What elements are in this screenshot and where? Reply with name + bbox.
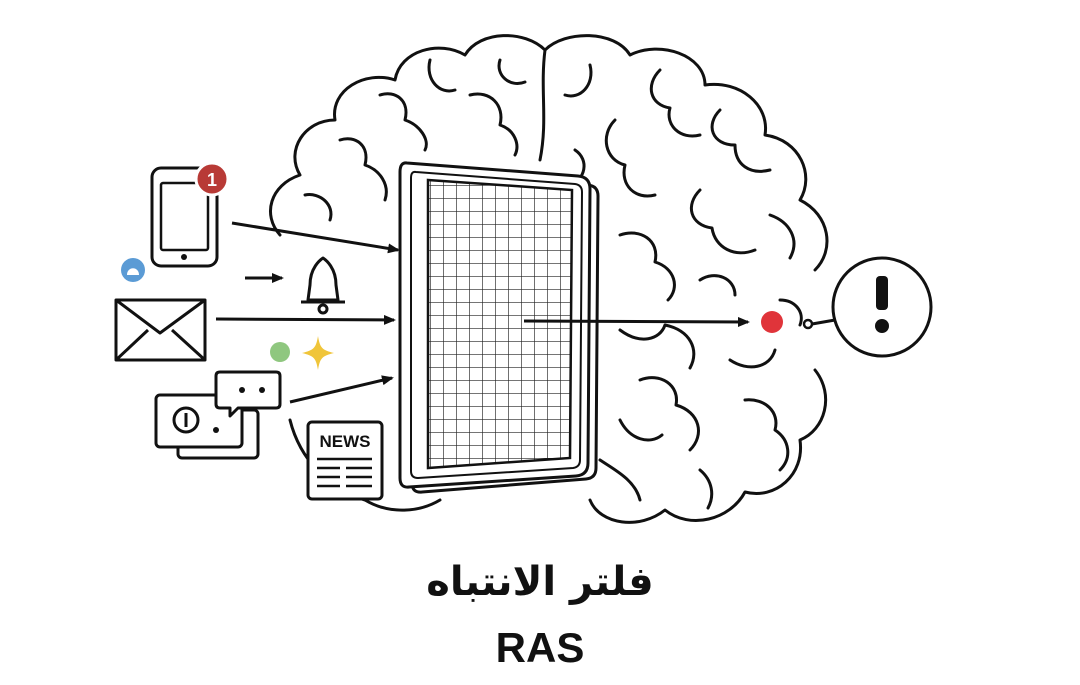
sparkle-icon [302,336,334,370]
chat-input-arrow [290,378,392,402]
diagram-title-arabic: فلتر الانتباه [0,552,1080,612]
alert-speech-bubble-icon [804,258,931,356]
notification-badge-count: 1 [207,170,217,190]
signal-dot [761,311,783,333]
news-label: NEWS [320,432,371,451]
envelope-icon [116,300,205,360]
green-dot-icon [270,342,290,362]
bell-icon [301,258,345,313]
notification-badge: 1 [196,163,228,195]
phone-input-arrow [232,223,398,250]
filter-grid-icon [400,163,598,492]
blue-location-icon [121,258,145,282]
filtered-output-arrow [524,321,748,322]
chat-bubble-icon [216,372,280,416]
envelope-input-arrow [216,319,394,320]
newspaper-icon: NEWS [308,422,382,499]
diagram-title-latin: RAS [0,618,1080,678]
